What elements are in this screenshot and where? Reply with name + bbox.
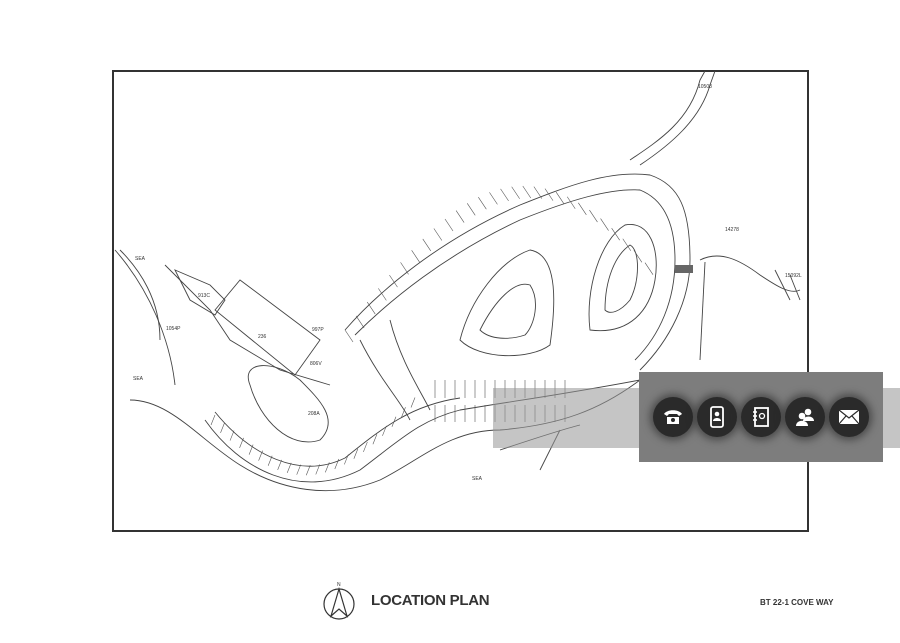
lot-label: 14278: [725, 227, 739, 233]
lot-label: 208A: [308, 411, 320, 417]
lot-label: 806V: [310, 361, 322, 367]
map-frame: [112, 70, 809, 532]
contact-toolbar: [639, 372, 883, 462]
lot-label: SEA: [135, 256, 146, 262]
lot-labels: 10508 14278 15092L 913C 1054P 236 997P 8…: [133, 84, 802, 482]
contacts-button[interactable]: [741, 397, 781, 437]
lot-label: 997P: [312, 327, 324, 333]
users-icon: [796, 408, 814, 426]
north-label: N: [337, 582, 341, 588]
lot-label: 913C: [198, 293, 210, 299]
phone-icon: [664, 410, 682, 424]
lot-label: 15092L: [785, 273, 802, 279]
mobile-button[interactable]: [697, 397, 737, 437]
address-book-icon: [753, 407, 769, 427]
lot-label: 10508: [698, 84, 712, 90]
lot-label: 1054P: [166, 326, 181, 332]
mobile-contact-icon: [710, 406, 724, 428]
call-button[interactable]: [653, 397, 693, 437]
north-arrow-icon: N: [323, 582, 355, 620]
lot-label: 236: [258, 334, 267, 340]
mail-icon: [838, 409, 860, 425]
agents-button[interactable]: [785, 397, 825, 437]
lot-label: SEA: [133, 376, 144, 382]
lot-label: SEA: [472, 476, 483, 482]
plan-reference: BT 22-1 COVE WAY: [760, 598, 834, 607]
plan-title: LOCATION PLAN: [371, 592, 490, 609]
email-button[interactable]: [829, 397, 869, 437]
